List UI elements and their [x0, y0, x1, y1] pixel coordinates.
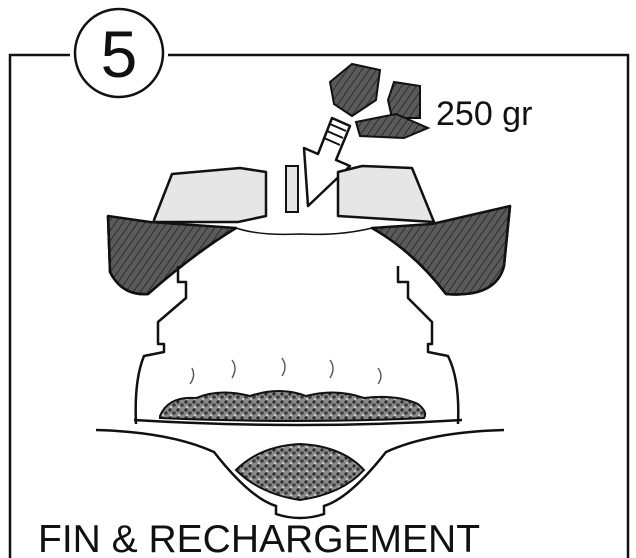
oven-body [106, 205, 512, 427]
down-arrow-icon [302, 116, 352, 208]
step-circle [73, 7, 165, 99]
coal-pieces-icon [328, 62, 431, 140]
ash-pan [95, 428, 505, 520]
dose-label: 250 gr [436, 95, 532, 133]
ember-bed [159, 357, 427, 422]
step-badge: 5 [73, 7, 165, 99]
step-number: 5 [101, 17, 138, 91]
caption: FIN & RECHARGEMENT [38, 518, 480, 558]
center-vent [285, 165, 299, 213]
top-stones [152, 164, 436, 224]
frame [8, 53, 630, 558]
